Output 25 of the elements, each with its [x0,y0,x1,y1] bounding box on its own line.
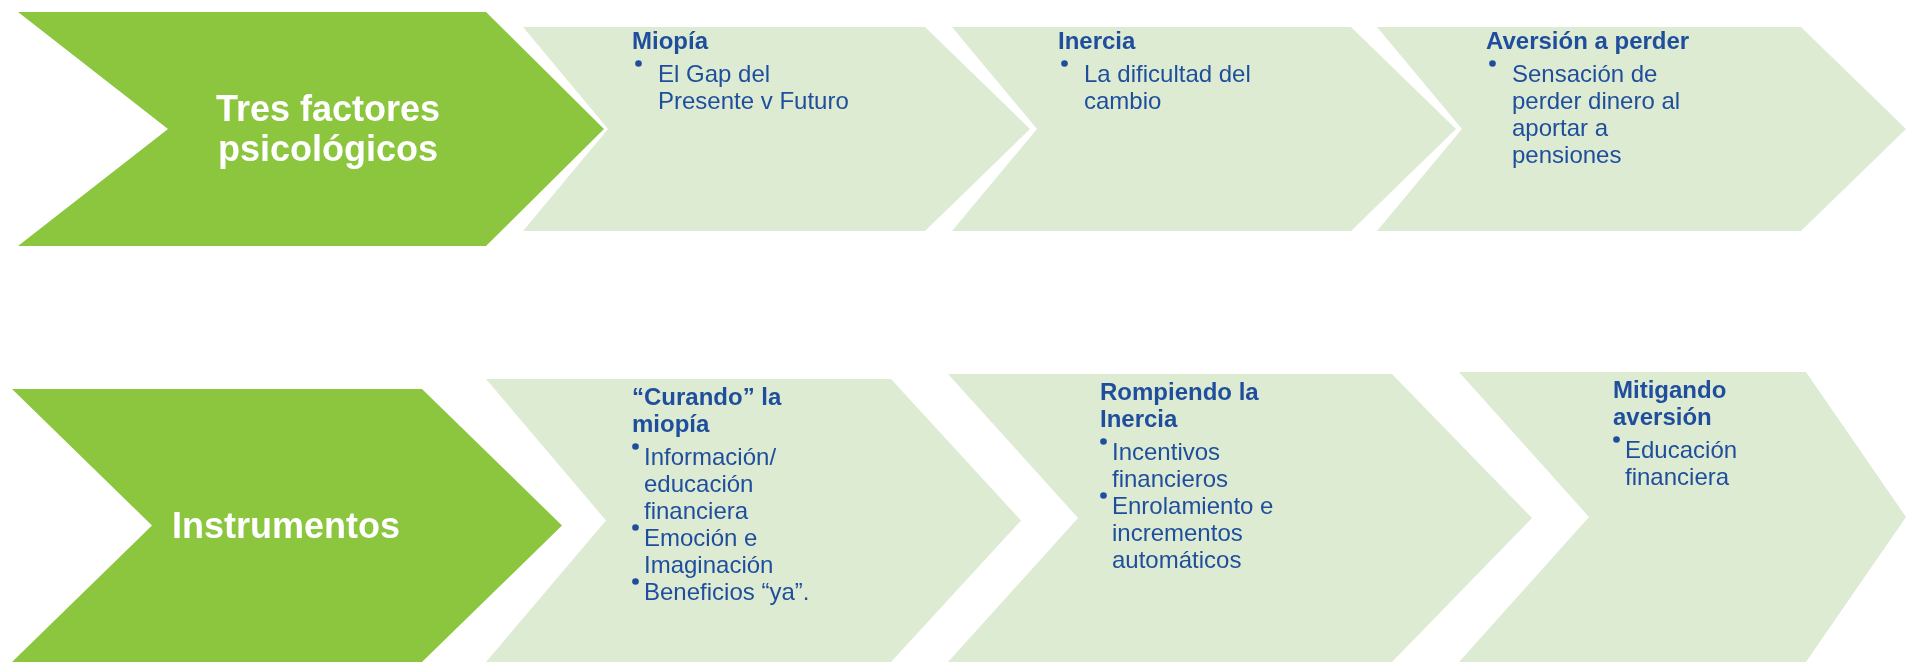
stage-heading: Miopía [632,27,710,54]
stage-heading: Mitigando aversión [1613,376,1728,430]
chevron-shape [486,379,1021,662]
chevron-shape [523,27,1030,231]
stage-heading: Inercia [1058,27,1137,54]
bullet-item: Enrolamiento e incrementos automáticos [1112,492,1274,573]
bullet-item: Información/ educación financiera [644,443,777,524]
bullet-item: Emoción e Imaginación [644,524,774,578]
chevron-shape [948,374,1532,662]
bullet-item: Sensación de perder dinero al aportar a pensiones [1512,60,1681,168]
stage-title: Instrumentos [172,505,400,546]
chevron-shape [18,12,604,246]
bullet-item: La dificultad del cambio [1084,60,1251,114]
stage-heading: “Curando” la miopía [632,383,783,437]
bullet-item: Beneficios “ya”. [644,578,810,605]
chevron-shape [952,27,1456,231]
stage-heading: Rompiendo la Inercia [1100,378,1260,432]
bullet-item: Educación financiera [1625,436,1738,490]
stage-heading: Aversión a perder [1486,27,1691,54]
chevron-shape [1459,372,1906,662]
bullet-item: Incentivos financieros [1112,438,1229,492]
chevron-shape [1377,27,1906,231]
stage-title: Tres factores psicológicos [214,89,442,169]
bullet-item: El Gap del Presente v Futuro [658,60,849,114]
chevron-shape [12,389,562,662]
